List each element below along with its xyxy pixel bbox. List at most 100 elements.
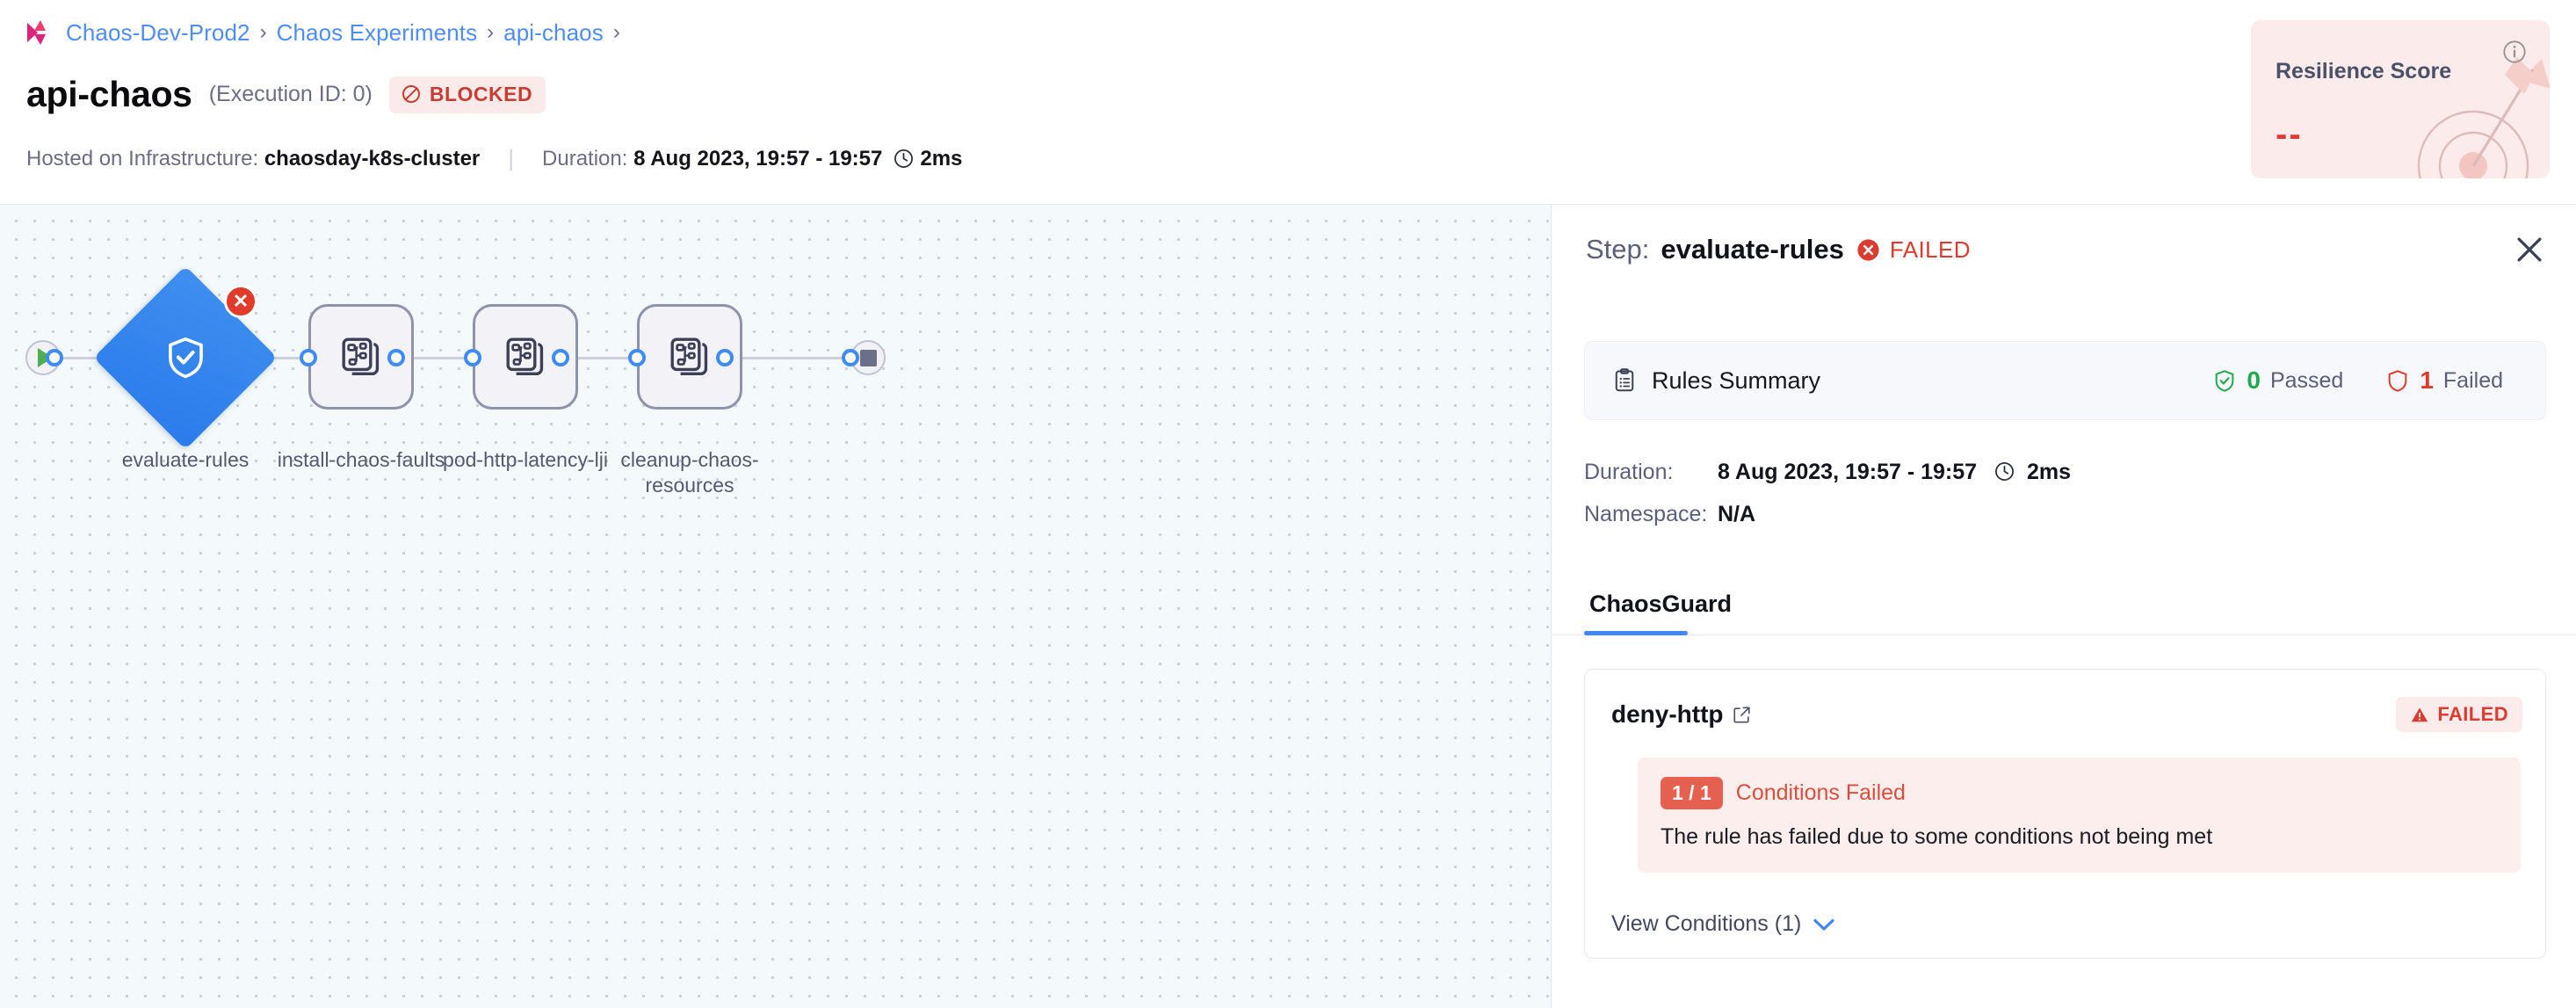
chevron-down-icon	[1813, 918, 1834, 931]
rule-status-label: FAILED	[2437, 703, 2508, 725]
resilience-value: --	[2276, 115, 2303, 154]
rule-card-header: deny-http FAILED	[1611, 693, 2522, 736]
elapsed-time: 2ms	[920, 146, 963, 170]
rule-name: deny-http	[1611, 700, 1724, 728]
port-install-out[interactable]	[387, 349, 405, 366]
port-pod-in[interactable]	[464, 349, 481, 366]
duration-value: 8 Aug 2023, 19:57 - 19:57	[633, 146, 883, 170]
node-label-pod-http-latency-lji: pod-http-latency-lji	[443, 448, 608, 471]
status-badge: BLOCKED	[388, 76, 546, 113]
port-cleanup-out[interactable]	[716, 349, 734, 366]
external-link-icon[interactable]	[1732, 705, 1752, 725]
rules-passed-stat: 0 Passed	[2212, 366, 2343, 395]
close-icon[interactable]	[2513, 233, 2546, 266]
edge-cleanup-to-end	[736, 357, 850, 359]
tab-active-indicator	[1584, 631, 1688, 635]
panel-tabs: ChaosGuard	[1552, 572, 2576, 635]
infra-value: chaosday-k8s-cluster	[264, 146, 481, 170]
detail-duration-elapsed: 2ms	[2026, 459, 2072, 484]
duration-label: Duration:	[542, 146, 628, 170]
breadcrumb-separator: ›	[259, 20, 267, 44]
detail-key-duration: Duration:	[1584, 459, 1674, 484]
breadcrumb-item-2[interactable]: api-chaos	[503, 18, 604, 46]
node-graph: ✕ evaluate-rules install-chaos-faults	[0, 205, 1551, 1008]
panel-title-prefix: Step:	[1586, 234, 1650, 265]
breadcrumb-item-1[interactable]: Chaos Experiments	[276, 18, 478, 46]
panel-status: FAILED	[1856, 236, 1971, 264]
harness-logo-icon	[27, 20, 46, 45]
infra-label: Hosted on Infrastructure:	[26, 146, 259, 170]
panel-status-label: FAILED	[1889, 236, 1971, 263]
title-row: api-chaos (Execution ID: 0) BLOCKED	[26, 74, 546, 115]
clipboard-icon	[1615, 368, 1634, 392]
info-icon[interactable]	[2502, 40, 2527, 64]
rules-failed-count: 1	[2420, 366, 2434, 394]
meta-divider: |	[508, 145, 515, 171]
edge-pod-to-cleanup	[562, 357, 668, 359]
rules-passed-label: Passed	[2269, 367, 2344, 393]
conditions-failed-header: 1 / 1 Conditions Failed	[1661, 777, 2498, 809]
detail-row-duration: Duration: 8 Aug 2023, 19:57 - 19:57 2ms	[1584, 451, 2071, 493]
panel-title: Step: evaluate-rules FAILED	[1586, 234, 1971, 265]
node-evaluate-rules[interactable]: ✕	[93, 265, 278, 450]
step-details-list: Duration: 8 Aug 2023, 19:57 - 19:57 2ms …	[1584, 451, 2071, 535]
detail-duration-range: 8 Aug 2023, 19:57 - 19:57	[1718, 459, 1978, 484]
node-label-install-chaos-faults: install-chaos-faults	[277, 448, 445, 471]
detail-value-duration: 8 Aug 2023, 19:57 - 19:57 2ms	[1718, 460, 2071, 485]
rules-summary-left: Rules Summary	[1611, 367, 1820, 395]
breadcrumb-separator: ›	[487, 20, 495, 44]
page-title: api-chaos	[26, 74, 192, 114]
shield-check-green-icon	[2216, 369, 2234, 392]
header-meta: Hosted on Infrastructure: chaosday-k8s-c…	[26, 145, 962, 172]
rules-failed-stat: 1 Failed	[2385, 366, 2503, 395]
port-end-in[interactable]	[842, 349, 859, 366]
rule-status-badge: FAILED	[2396, 697, 2522, 732]
breadcrumb-item-0[interactable]: Chaos-Dev-Prod2	[66, 18, 250, 46]
node-label-cleanup-chaos-resources: cleanup-chaos-resources	[620, 448, 759, 497]
resilience-title: Resilience Score	[2276, 59, 2452, 83]
target-arrow-icon	[2417, 57, 2550, 178]
edge-install-to-pod	[387, 357, 492, 359]
rules-failed-label: Failed	[2442, 367, 2503, 393]
pipeline-canvas[interactable]: ✕ evaluate-rules install-chaos-faults	[0, 205, 1552, 1008]
conditions-failed-label: Conditions Failed	[1735, 780, 1906, 805]
rules-summary-card: Rules Summary 0 Passed 1 Failed	[1584, 341, 2546, 420]
panel-header: Step: evaluate-rules FAILED	[1552, 205, 2576, 301]
shield-check-icon	[169, 337, 203, 379]
app-header: Chaos-Dev-Prod2 › Chaos Experiments › ap…	[0, 0, 2576, 205]
execution-id: (Execution ID: 0)	[208, 82, 373, 106]
rules-summary-title: Rules Summary	[1652, 366, 1821, 394]
conditions-failed-description: The rule has failed due to some conditio…	[1661, 824, 2213, 849]
conditions-count-badge: 1 / 1	[1661, 777, 1723, 809]
chaos-fault-icon	[342, 337, 380, 376]
detail-value-namespace: N/A	[1718, 501, 1756, 526]
conditions-failed-box: 1 / 1 Conditions Failed The rule has fai…	[1638, 758, 2521, 873]
detail-key-namespace: Namespace:	[1584, 501, 1708, 526]
port-cleanup-in[interactable]	[628, 349, 646, 366]
detail-row-namespace: Namespace: N/A	[1584, 493, 2071, 535]
node-error-badge: ✕	[224, 285, 257, 318]
chaos-fault-icon	[506, 337, 544, 376]
status-badge-label: BLOCKED	[429, 82, 533, 105]
stop-icon	[859, 349, 877, 366]
step-details-panel: Step: evaluate-rules FAILED	[1552, 205, 2576, 1008]
error-circle-icon	[1857, 238, 1879, 261]
chaos-fault-icon	[670, 337, 708, 376]
view-conditions-label: View Conditions (1)	[1611, 911, 1802, 936]
clock-icon	[894, 149, 914, 168]
port-pod-out[interactable]	[552, 349, 569, 366]
port-start-out[interactable]	[46, 349, 63, 366]
panel-step-name: evaluate-rules	[1661, 234, 1844, 265]
breadcrumb: Chaos-Dev-Prod2 › Chaos Experiments › ap…	[26, 18, 620, 47]
port-install-in[interactable]	[300, 349, 317, 366]
blocked-icon	[402, 85, 420, 103]
view-conditions-toggle[interactable]: View Conditions (1)	[1611, 911, 1835, 937]
tab-chaosguard[interactable]: ChaosGuard	[1589, 590, 1733, 617]
rule-card-deny-http: deny-http FAILED 1 / 1 Conditions Failed	[1584, 669, 2546, 959]
clock-icon	[1995, 461, 2014, 481]
rules-passed-count: 0	[2247, 366, 2261, 394]
node-label-evaluate-rules: evaluate-rules	[121, 448, 250, 471]
diamond-shape	[93, 265, 278, 450]
warning-triangle-icon	[2412, 707, 2428, 722]
breadcrumb-separator-trailing: ›	[612, 20, 620, 44]
